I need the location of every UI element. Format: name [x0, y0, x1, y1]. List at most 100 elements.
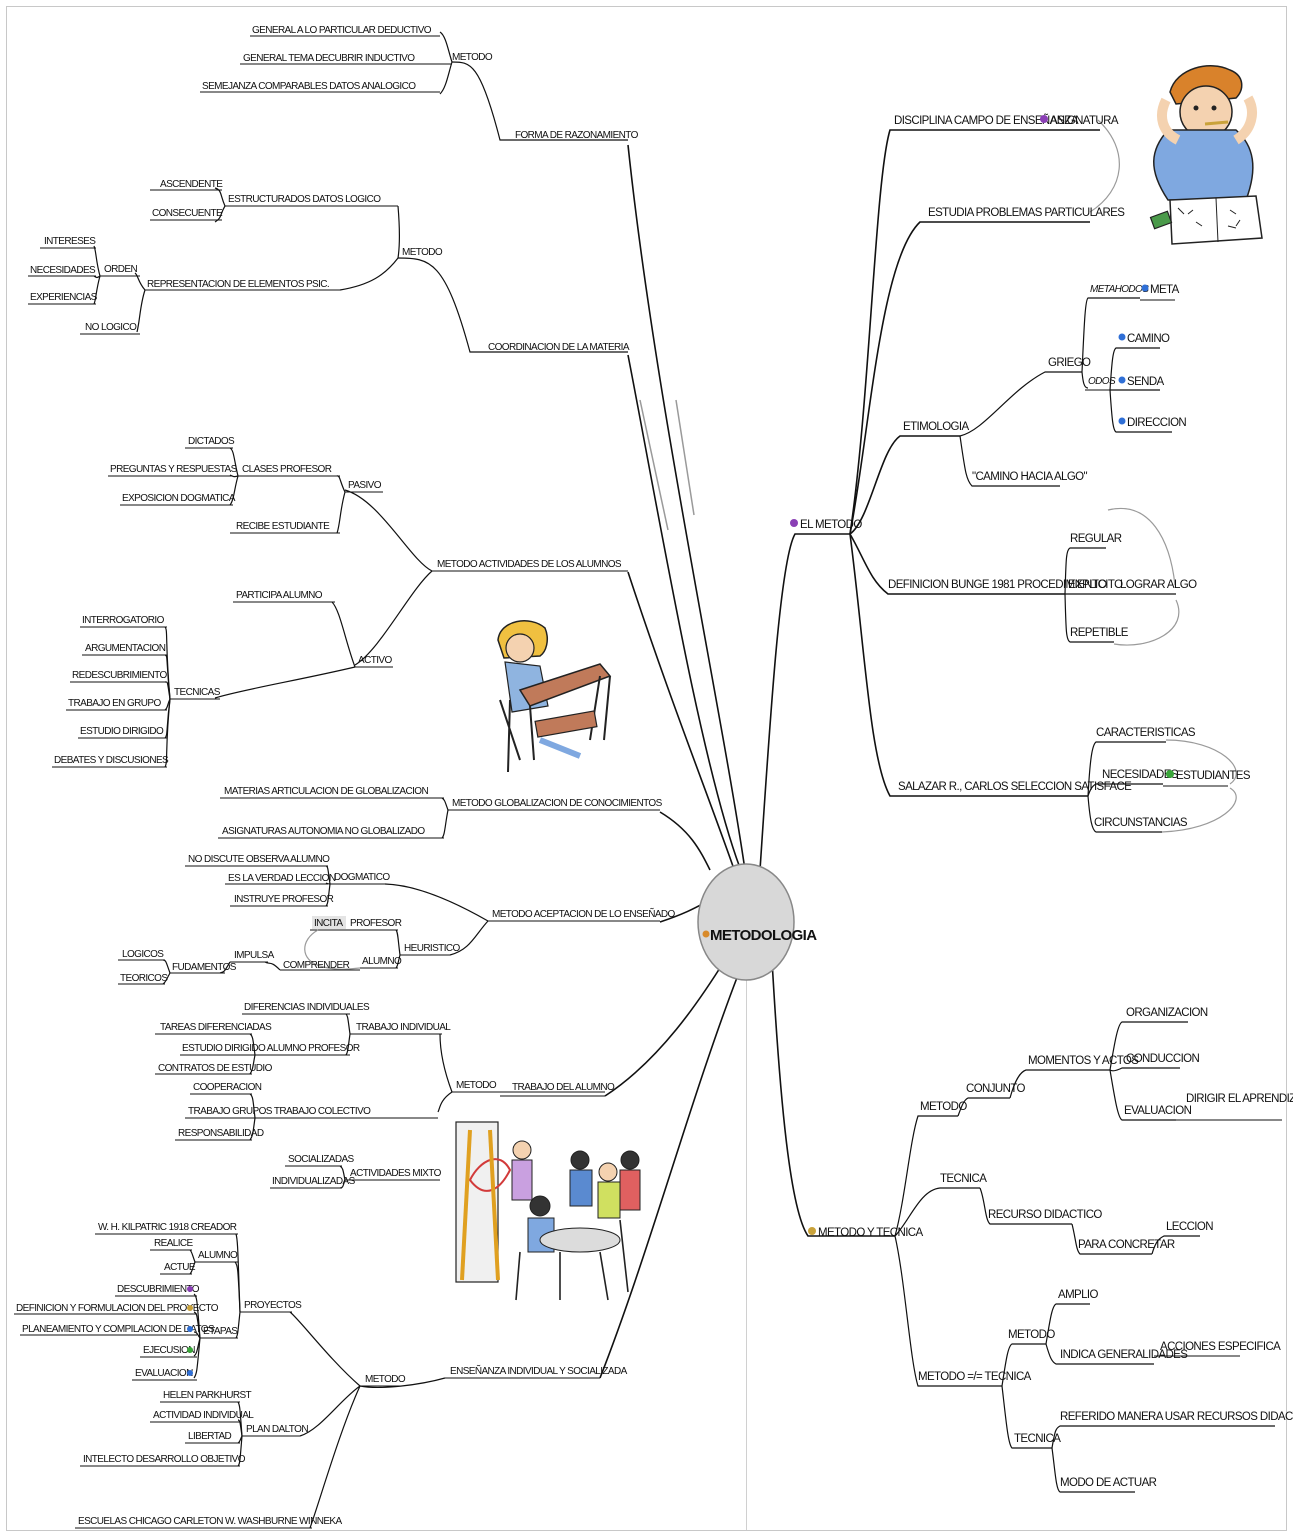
recurso-label: RECURSO DIDACTICO — [988, 1209, 1102, 1221]
tecnica-label: TECNICA — [940, 1173, 987, 1185]
heuristico-label: HEURISTICO — [404, 943, 460, 954]
blue-dot-icon — [1118, 417, 1126, 425]
metodo-tecnica-label: METODO Y TECNICA — [818, 1227, 924, 1239]
etapa-item: EJECUSION — [143, 1345, 195, 1356]
teoricos-label: TEORICOS — [120, 973, 168, 984]
experiencias-label: EXPERIENCIAS — [30, 292, 98, 303]
recibe-label: RECIBE ESTUDIANTE — [236, 521, 330, 532]
diferencias-label: DIFERENCIAS INDIVIDUALES — [244, 1002, 370, 1013]
tecnica-item: DEBATES Y DISCUSIONES — [54, 755, 169, 766]
clases-label: CLASES PROFESOR — [242, 464, 332, 475]
organizacion-label: ORGANIZACION — [1126, 1007, 1208, 1019]
dictados-label: DICTADOS — [188, 436, 235, 447]
etimologia-label: ETIMOLOGIA — [903, 421, 969, 433]
branch-globalizacion[interactable]: METODO GLOBALIZACION DE CONOCIMIENTOS MA… — [222, 786, 663, 837]
aceptacion-label: METODO ACEPTACION DE LO ENSEÑADO — [492, 907, 676, 920]
asignaturas-label: ASIGNATURAS AUTONOMIA NO GLOBALIZADO — [222, 826, 425, 837]
orden-label: ORDEN — [104, 264, 137, 275]
center-ellipse — [697, 863, 795, 981]
ensenanza-label: ENSEÑANZA INDIVIDUAL Y SOCIALIZADA — [450, 1364, 628, 1377]
student-studying-illustration — [1149, 65, 1263, 245]
orange-dot-icon — [702, 930, 710, 938]
indica-label: INDICA GENERALIDADES — [1060, 1349, 1188, 1361]
purple-dot-icon — [187, 1286, 193, 1292]
preguntas-label: PREGUNTAS Y RESPUESTAS — [110, 464, 238, 475]
purple-dot-icon — [790, 519, 798, 527]
cooperacion-label: COOPERACION — [193, 1082, 262, 1093]
escuelas-label: ESCUELAS CHICAGO CARLETON W. WASHBURNE W… — [78, 1516, 342, 1527]
tecnica-item: ESTUDIO DIRIGIDO — [80, 726, 164, 737]
realice-label: REALICE — [154, 1238, 194, 1249]
branch-actividades-alumnos[interactable]: METODO ACTIVIDADES DE LOS ALUMNOS PASIVO… — [54, 436, 622, 766]
odos-label: ODOS — [1088, 376, 1116, 387]
lograr-label: LOGRAR ALGO — [1120, 579, 1197, 591]
inductivo-label: GENERAL TEMA DECUBRIR INDUCTIVO — [243, 53, 415, 64]
participa-label: PARTICIPA ALUMNO — [236, 590, 323, 601]
exposicion-label: EXPOSICION DOGMATICA — [122, 493, 236, 504]
mt-metodo2-label: METODO — [1008, 1329, 1055, 1341]
no-discute-label: NO DISCUTE OBSERVA ALUMNO — [188, 854, 330, 865]
globalizacion-label: METODO GLOBALIZACION DE CONOCIMIENTOS — [452, 798, 663, 809]
branch-metodo-tecnica[interactable]: METODO Y TECNICA METODO CONJUNTO MOMENTO… — [808, 1007, 1293, 1489]
center-title: METODOLOGIA — [710, 927, 817, 944]
materias-label: MATERIAS ARTICULACION DE GLOBALIZACION — [224, 786, 428, 797]
tecnica-item: TRABAJO EN GRUPO — [68, 698, 161, 709]
ensenanza-metodo-label: METODO — [365, 1374, 406, 1385]
branch-coordinacion-materia[interactable]: COORDINACION DE LA MATERIA METODO ESTRUC… — [30, 179, 630, 353]
dirigir-label: DIRIGIR EL APRENDIZAJE — [1186, 1093, 1293, 1105]
mt-tecnica2-label: TECNICA — [1014, 1433, 1061, 1445]
individual-label: TRABAJO INDIVIDUAL — [356, 1022, 451, 1033]
mt-metodo-label: METODO — [920, 1101, 967, 1113]
dogmatico-label: DOGMATICO — [334, 872, 390, 883]
branch-ensenanza[interactable]: ENSEÑANZA INDIVIDUAL Y SOCIALIZADA METOD… — [16, 1222, 628, 1527]
page-divider — [746, 880, 747, 1530]
libertad-label: LIBERTAD — [188, 1431, 232, 1442]
branch-trabajo-alumno[interactable]: TRABAJO DEL ALUMNO METODO TRABAJO INDIVI… — [158, 1002, 616, 1187]
conduccion-label: CONDUCCION — [1126, 1053, 1200, 1065]
analogico-label: SEMEJANZA COMPARABLES DATOS ANALOGICO — [202, 81, 416, 92]
branch-forma-razonamiento[interactable]: FORMA DE RAZONAMIENTO METODO GENERAL A L… — [202, 25, 639, 141]
actividades-label: METODO ACTIVIDADES DE LOS ALUMNOS — [437, 559, 622, 570]
senda-label: SENDA — [1127, 376, 1165, 388]
consecuente-label: CONSECUENTE — [152, 208, 223, 219]
metahodos-label: METAHODOS — [1090, 284, 1149, 295]
kilpatric-label: W. H. KILPATRIC 1918 CREADOR — [98, 1222, 237, 1233]
activo-label: ACTIVO — [358, 655, 392, 666]
impulsa-label: IMPULSA — [234, 950, 275, 961]
branch-aceptacion[interactable]: METODO ACEPTACION DE LO ENSEÑADO DOGMATI… — [120, 854, 676, 984]
actue-label: ACTUE — [164, 1262, 196, 1273]
proyectos-alumno-label: ALUMNO — [198, 1250, 238, 1261]
explicito-label: EXPLICITO — [1068, 579, 1123, 591]
amplio-label: AMPLIO — [1058, 1289, 1099, 1301]
socializadas-label: SOCIALIZADAS — [288, 1154, 355, 1165]
el-metodo-label: EL METODO — [800, 519, 862, 531]
estudia-label: ESTUDIA PROBLEMAS PARTICULARES — [928, 207, 1125, 219]
griego-label: GRIEGO — [1048, 357, 1091, 369]
comprender-label: COMPRENDER — [283, 960, 350, 971]
trabajo-label: TRABAJO DEL ALUMNO — [512, 1082, 615, 1093]
proyectos-label: PROYECTOS — [244, 1300, 302, 1311]
center-node[interactable]: METODOLOGIA — [697, 863, 818, 981]
dalton-label: PLAN DALTON — [246, 1424, 308, 1435]
camino-label: CAMINO — [1127, 333, 1170, 345]
branch-el-metodo[interactable]: EL METODO DISCIPLINA CAMPO DE ENSEÑANZA … — [790, 114, 1251, 829]
blue-dot-icon — [1141, 284, 1149, 292]
etapa-item: PLANEAMIENTO Y COMPILACION DE DATOS — [22, 1324, 215, 1335]
blue-dot-icon — [1118, 376, 1126, 384]
green-dot-icon — [187, 1347, 193, 1353]
incita-label: INCITA — [314, 918, 343, 929]
acciones-label: ACCIONES ESPECIFICA — [1160, 1341, 1281, 1353]
circunstancias-label: CIRCUNSTANCIAS — [1094, 817, 1188, 829]
tecnica-item: INTERROGATORIO — [82, 615, 165, 626]
conjunto-label: CONJUNTO — [966, 1083, 1026, 1095]
leccion-label: LECCION — [1166, 1221, 1213, 1233]
colectivo-label: TRABAJO GRUPOS TRABAJO COLECTIVO — [188, 1106, 371, 1117]
left-connectors — [14, 31, 746, 1529]
camino-hacia-label: "CAMINO HACIA ALGO" — [972, 471, 1088, 483]
momentos-label: MOMENTOS Y ACTOS — [1028, 1055, 1139, 1067]
helen-label: HELEN PARKHURST — [163, 1390, 252, 1401]
contratos-label: CONTRATOS DE ESTUDIO — [158, 1063, 273, 1074]
forma-razonamiento-label: FORMA DE RAZONAMIENTO — [515, 130, 639, 141]
salazar-label: SALAZAR R., CARLOS SELECCION SATISFACE — [898, 781, 1132, 793]
